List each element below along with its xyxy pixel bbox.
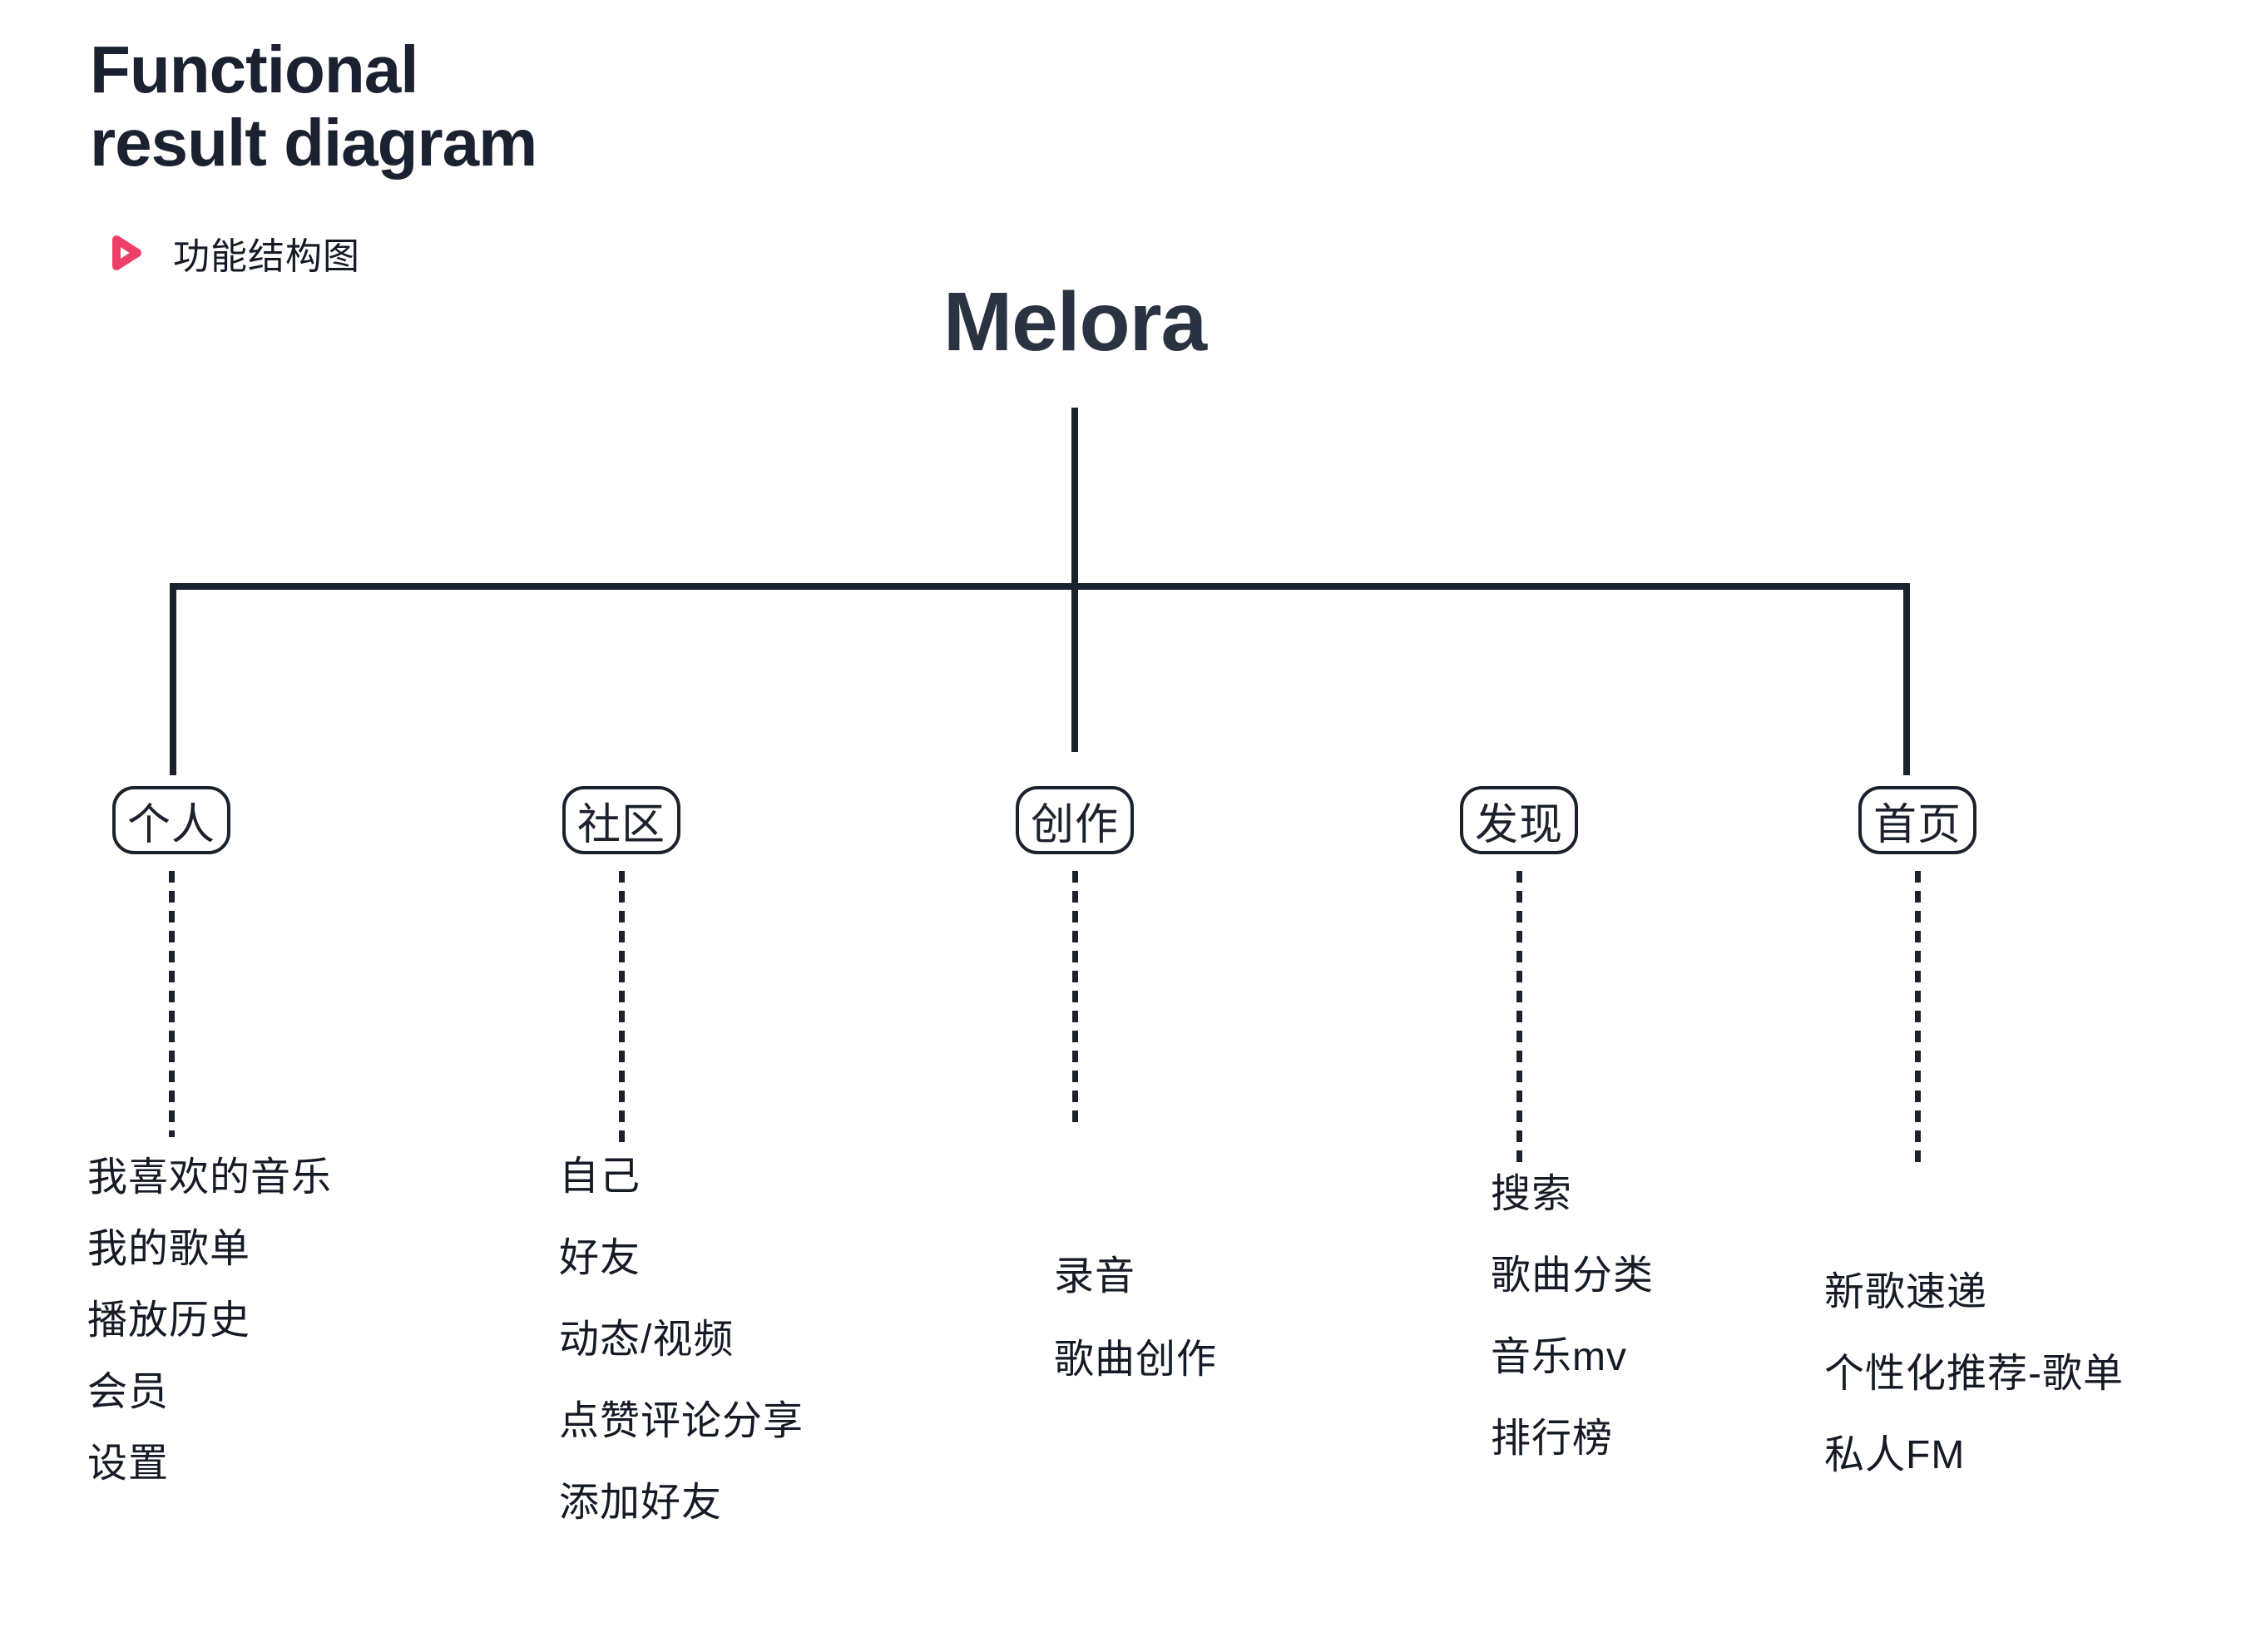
dashed-connector-community bbox=[619, 871, 625, 1144]
connector-right-drop bbox=[1903, 583, 1910, 775]
list-item: 动态/视频 bbox=[559, 1318, 735, 1362]
page-title-line1: Functional bbox=[90, 32, 418, 106]
page-title-line2: result diagram bbox=[90, 106, 537, 180]
list-item: 我喜欢的音乐 bbox=[87, 1155, 333, 1199]
list-item: 歌曲创作 bbox=[1054, 1338, 1218, 1382]
branch-node-create: 创作 bbox=[1016, 786, 1134, 854]
list-item: 会员 bbox=[87, 1370, 170, 1414]
dashed-connector-create bbox=[1072, 871, 1078, 1123]
list-item: 设置 bbox=[87, 1442, 170, 1486]
feature-list-home: 新歌速递 个性化推荐-歌单 私人FM bbox=[1824, 1252, 2124, 1496]
branch-node-community: 社区 bbox=[562, 786, 680, 854]
play-outline-icon bbox=[112, 235, 141, 270]
branch-node-discover: 发现 bbox=[1460, 786, 1578, 854]
branch-node-personal: 个人 bbox=[112, 786, 230, 854]
feature-list-community: 自己 好友 动态/视频 点赞评论分享 添加好友 bbox=[559, 1136, 804, 1544]
root-node-melora: Melora bbox=[942, 275, 1207, 368]
list-item: 个性化推荐-歌单 bbox=[1824, 1352, 2124, 1396]
branch-node-home: 首页 bbox=[1858, 786, 1976, 854]
dashed-connector-personal bbox=[169, 871, 175, 1137]
list-item: 点赞评论分享 bbox=[559, 1399, 804, 1443]
list-item: 新歌速递 bbox=[1824, 1270, 1988, 1314]
dashed-connector-discover bbox=[1516, 871, 1522, 1163]
list-item: 自己 bbox=[559, 1155, 641, 1199]
connector-left-drop bbox=[170, 583, 176, 775]
list-item: 搜索 bbox=[1491, 1172, 1573, 1216]
feature-list-create: 录音 歌曲创作 bbox=[1054, 1235, 1217, 1402]
legend-label: 功能结构图 bbox=[173, 236, 360, 277]
list-item: 歌曲分类 bbox=[1491, 1254, 1655, 1298]
connector-horizontal-bar bbox=[173, 583, 1910, 590]
list-item: 添加好友 bbox=[559, 1481, 723, 1525]
dashed-connector-home bbox=[1915, 871, 1921, 1163]
feature-list-personal: 我喜欢的音乐 我的歌单 播放历史 会员 设置 bbox=[87, 1142, 332, 1500]
list-item: 好友 bbox=[559, 1236, 641, 1280]
list-item: 我的歌单 bbox=[87, 1227, 251, 1271]
legend: 功能结构图 bbox=[103, 223, 360, 283]
list-item: 音乐mv bbox=[1491, 1335, 1627, 1379]
list-item: 录音 bbox=[1054, 1254, 1136, 1298]
list-item: 排行榜 bbox=[1491, 1417, 1614, 1461]
list-item: 私人FM bbox=[1824, 1433, 1966, 1477]
connector-root-vertical bbox=[1071, 408, 1078, 752]
feature-list-discover: 搜索 歌曲分类 音乐mv 排行榜 bbox=[1491, 1154, 1654, 1480]
list-item: 播放历史 bbox=[87, 1298, 251, 1343]
